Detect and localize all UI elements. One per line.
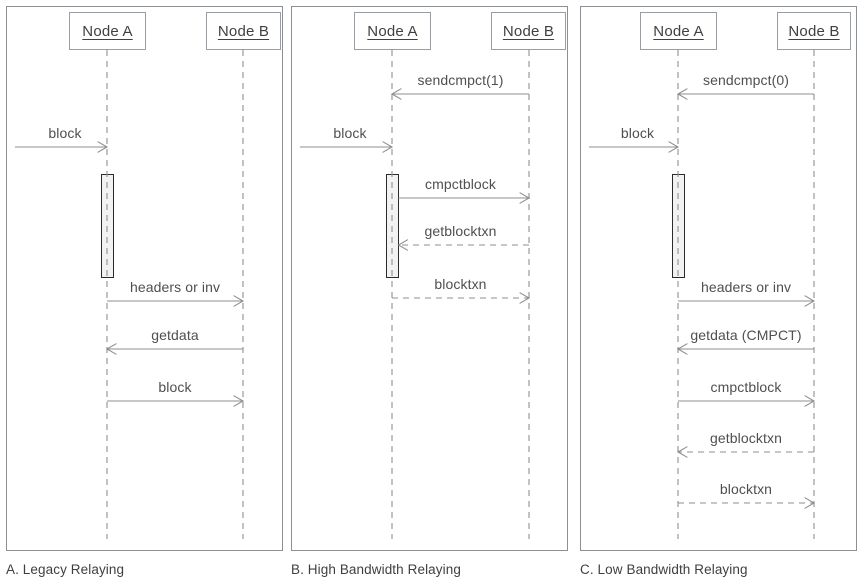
message-label: cmpctblock [424,176,497,192]
caption-panel-c: C. Low Bandwidth Relaying [580,562,748,577]
message-label: getblocktxn [710,430,782,446]
message-label: blocktxn [434,276,487,292]
message-label: getblocktxn [424,223,497,239]
activation-bar-node-a-panel-c [671,174,685,278]
panel-high-bandwidth-relaying [291,6,568,551]
participant-label: Node B [788,22,840,40]
participant-label: Node A [82,22,133,40]
caption-panel-b: B. High Bandwidth Relaying [291,562,461,577]
message-label: getdata [151,327,199,343]
participant-box-node-b-panel-c: Node B [777,12,851,50]
participant-label: Node A [653,22,704,40]
participant-label: Node B [502,22,555,40]
activation-bar-node-a-panel-b [385,174,399,278]
activation-bar-node-a-panel-a [100,174,114,278]
participant-box-node-b-panel-b: Node B [491,12,566,50]
participant-box-node-a-panel-b: Node A [354,12,431,50]
message-label: block [48,125,82,141]
caption-panel-a: A. Legacy Relaying [6,562,125,577]
panel-legacy-relaying [6,6,283,551]
participant-box-node-b-panel-a: Node B [206,12,281,50]
message-label: block [333,125,367,141]
participant-label: Node B [217,22,270,40]
message-label: block [620,125,655,141]
message-label: headers or inv [700,279,792,295]
message-label: headers or inv [129,279,221,295]
message-label: block [158,379,192,395]
message-label: blocktxn [719,481,773,497]
participant-box-node-a-panel-a: Node A [69,12,146,50]
participant-label: Node A [367,22,418,40]
message-label: cmpctblock [710,379,782,395]
participant-box-node-a-panel-c: Node A [640,12,717,50]
message-label: sendcmpct(1) [417,72,504,88]
message-label: getdata (CMPCT) [690,327,802,343]
message-label: sendcmpct(0) [702,72,790,88]
panel-low-bandwidth-relaying [580,6,857,551]
